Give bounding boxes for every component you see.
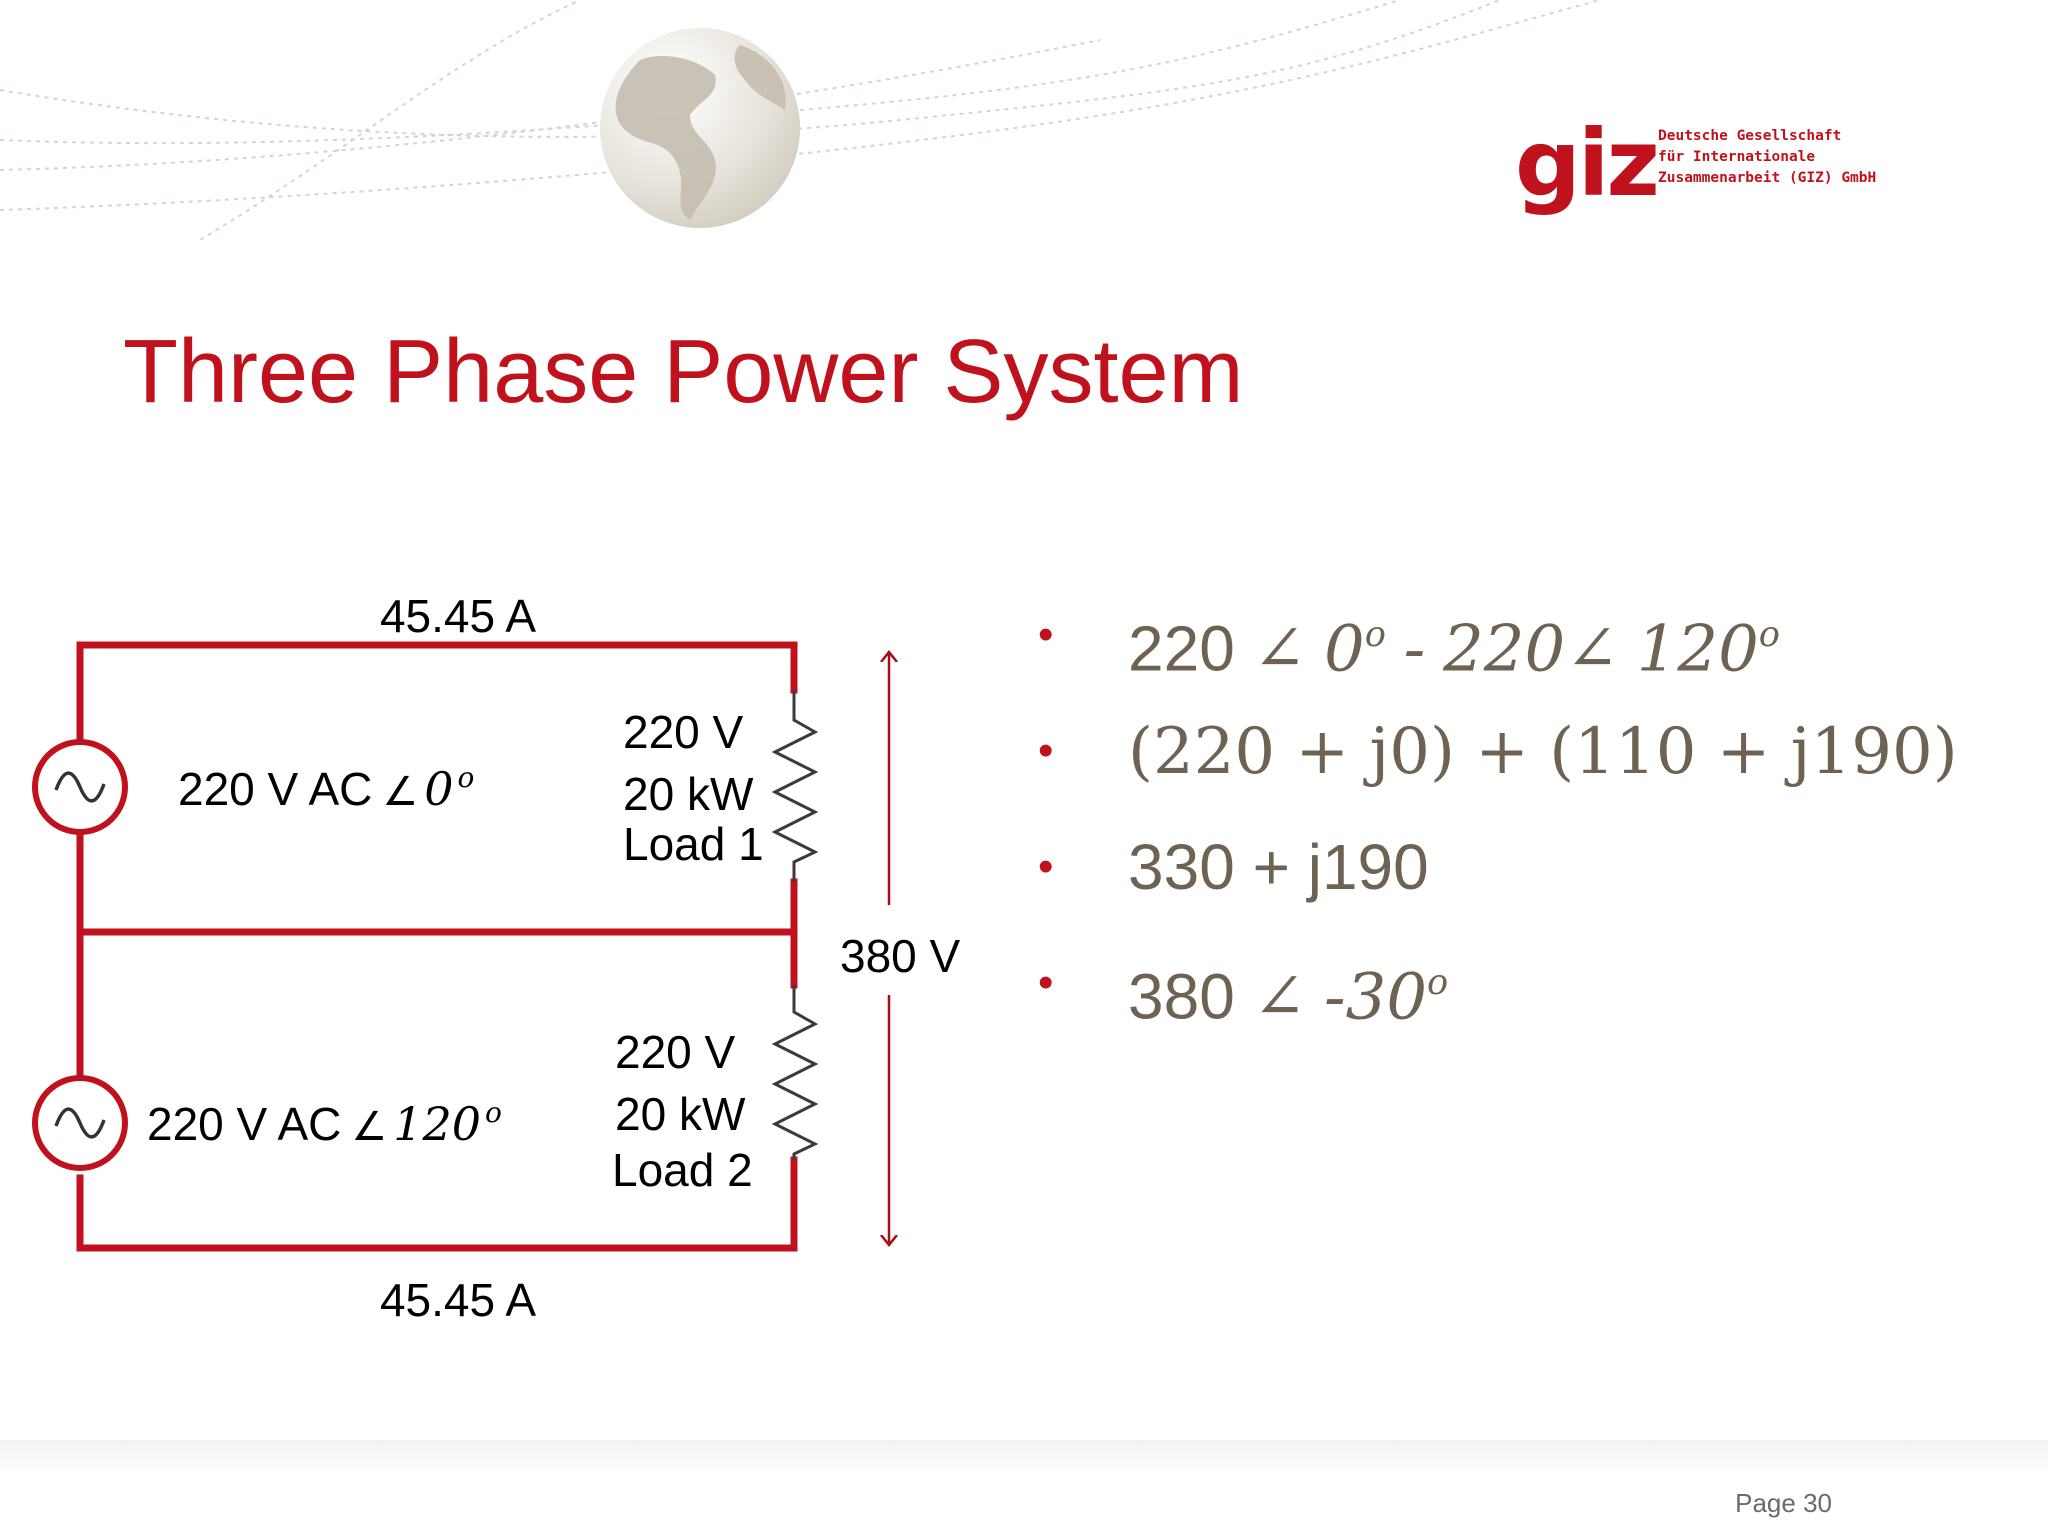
logo-line: Zusammenarbeit (GIZ) GmbH: [1658, 170, 1877, 186]
bullet: •: [1038, 842, 1054, 891]
logo-line: für Internationale: [1658, 149, 1816, 165]
logo-mark: giz: [1515, 110, 1660, 217]
source2-angle: 120: [393, 1097, 481, 1151]
load2-name: Load 2: [612, 1144, 753, 1196]
eq4-value: 380: [1128, 960, 1235, 1033]
logo-text: Deutsche Gesellschaft für Internationale…: [1658, 126, 1918, 189]
eq1-b-angle: 120: [1636, 612, 1759, 687]
logo-line: Deutsche Gesellschaft: [1658, 128, 1842, 144]
bullet: •: [1038, 610, 1054, 659]
list-item: • 220 ∠ 0o - 220∠ 120o: [1038, 590, 1958, 706]
footer-bar: [0, 1440, 2048, 1476]
angle-symbol: ∠: [1565, 612, 1619, 687]
load1-resistor-icon: [771, 690, 819, 882]
ac-source-2-icon: [32, 1075, 128, 1171]
load1-voltage: 220 V: [623, 706, 744, 758]
degree-mark: o: [485, 1096, 502, 1129]
load2-resistor-icon: [771, 985, 819, 1160]
angle-symbol: ∠: [351, 1104, 387, 1150]
eq1-a: 220: [1128, 612, 1235, 685]
degree-mark: o: [1427, 962, 1449, 1003]
load2-voltage: 220 V: [615, 1026, 736, 1078]
eq1-b: 220: [1443, 612, 1566, 687]
eq1-a-angle: 0: [1323, 612, 1365, 687]
slide-title: Three Phase Power System: [123, 322, 1244, 422]
left-wire-bottom: [76, 1156, 798, 1252]
list-item: • 380 ∠ -30o: [1038, 938, 1958, 1054]
degree-mark: o: [1758, 614, 1780, 655]
angle-symbol: ∠: [382, 769, 418, 815]
list-item: • (220 + j0) + (110 + j190): [1038, 706, 1958, 822]
ac-source-1-icon: [32, 739, 128, 835]
load2-power: 20 kW: [615, 1088, 746, 1140]
top-current-label: 45.45 A: [380, 590, 536, 642]
bullet: •: [1038, 726, 1054, 775]
eq4-angle: -30: [1323, 960, 1428, 1035]
globe-icon: [600, 28, 800, 228]
bullet: •: [1038, 958, 1054, 1007]
source2-voltage: 220 V AC: [147, 1098, 341, 1150]
eq1-minus: -: [1403, 612, 1426, 687]
degree-mark: o: [458, 761, 475, 794]
header-decoration: [0, 0, 1601, 240]
equation-list: • 220 ∠ 0o - 220∠ 120o • (220 + j0) + (1…: [1038, 590, 1958, 1054]
eq2: (220 + j0) + (110 + j190): [1128, 715, 1958, 789]
list-item: • 330 + j190: [1038, 822, 1958, 938]
source1-voltage: 220 V AC: [178, 763, 372, 815]
source1-angle: 0: [424, 762, 453, 816]
eq3: 330 + j190: [1128, 831, 1429, 903]
line-voltage-label: 380 V: [840, 930, 961, 982]
bottom-current-label: 45.45 A: [380, 1274, 536, 1326]
top-wire: [76, 641, 798, 694]
degree-mark: o: [1364, 614, 1386, 655]
load1-power: 20 kW: [623, 768, 754, 820]
angle-symbol: ∠: [1252, 612, 1307, 687]
load1-name: Load 1: [623, 818, 764, 870]
angle-symbol: ∠: [1252, 960, 1307, 1035]
page-number: Page 30: [1735, 1488, 1832, 1518]
